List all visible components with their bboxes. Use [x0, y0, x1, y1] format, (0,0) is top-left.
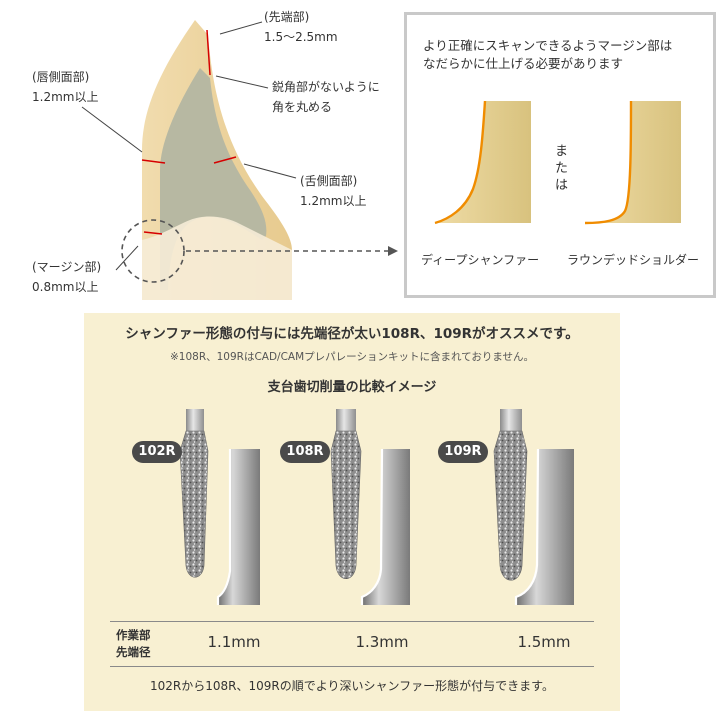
comparison-footer: 102Rから108R、109Rの順でより深いシャンファー形態が付与できます。: [150, 679, 554, 693]
diameter-row-label-1: 作業部: [116, 628, 151, 642]
lingual-leader: [243, 163, 297, 179]
bur-comparison-panel: シャンファー形態の付与には先端径が太い108R、109Rがオススメです。 ※10…: [84, 313, 620, 711]
lingual-cut-line: [213, 156, 237, 164]
zoom-arrow-head: [388, 246, 398, 256]
margin-leader: [115, 245, 139, 271]
angle-note-line1: 鋭角部がないように: [272, 80, 380, 94]
table-bottom-rule: [110, 666, 594, 667]
margin-box-heading-1: より正確にスキャンできるようマージン部は: [423, 38, 673, 53]
tip-leader: [219, 21, 263, 35]
margin-label: (マージン部): [32, 260, 102, 274]
margin-cut-line: [143, 231, 163, 235]
deep-chamfer-margin-line: [434, 101, 487, 225]
lingual-label: (舌側面部): [300, 174, 358, 188]
lingual-value: 1.2mm以上: [300, 194, 367, 208]
bur-badge-109R: 109R: [438, 441, 488, 463]
labial-value: 1.2mm以上: [32, 90, 99, 104]
diameter-row-label-2: 先端径: [116, 645, 151, 659]
bur-illustrations: [179, 409, 574, 605]
comparison-headline: シャンファー形態の付与には先端径が太い108R、109Rがオススメです。: [125, 326, 579, 342]
labial-label: (唇側面部): [32, 70, 90, 84]
tip-cut-line: [206, 29, 211, 76]
bur-108R: [330, 409, 410, 605]
rounded-shoulder-label: ラウンデッドショルダー: [567, 253, 700, 267]
bur-102R: [179, 409, 260, 605]
comparison-note: ※108R、109RはCAD/CAMプレパレーションキットに含まれておりません。: [169, 351, 535, 363]
table-top-rule: [110, 621, 594, 622]
diameter-109R: 1.5mm: [517, 633, 571, 651]
angle-leader: [215, 75, 269, 89]
labial-cut-line: [141, 159, 166, 164]
bur-109R: [493, 409, 574, 605]
tooth-cross-section: [81, 20, 398, 300]
abutment-shape: [160, 68, 267, 290]
tip-value: 1.5〜2.5mm: [264, 30, 338, 44]
bur-badge-108R: 108R: [280, 441, 330, 463]
tip-label: (先端部): [264, 10, 310, 24]
deep-chamfer-label: ディープシャンファー: [421, 253, 540, 267]
margin-box-heading-2: なだらかに仕上げる必要があります: [423, 56, 624, 71]
rounded-shoulder-margin-line: [584, 101, 633, 225]
margin-zoom-circle: [121, 219, 185, 283]
margin-value: 0.8mm以上: [32, 280, 99, 294]
angle-note-line2: 角を丸める: [272, 100, 333, 114]
root-area: [142, 216, 292, 300]
margin-shape-box: より正確にスキャンできるようマージン部は なだらかに仕上げる必要があります また…: [404, 12, 716, 298]
diameter-108R: 1.3mm: [355, 633, 409, 651]
diameter-102R: 1.1mm: [207, 633, 261, 651]
deep-chamfer-illustration: [434, 101, 531, 225]
or-text: または: [555, 144, 569, 193]
bur-badge-102R: 102R: [132, 441, 182, 463]
rounded-shoulder-illustration: [584, 101, 681, 225]
labial-leader: [81, 106, 143, 153]
comparison-subtitle: 支台歯切削量の比較イメージ: [267, 380, 437, 395]
